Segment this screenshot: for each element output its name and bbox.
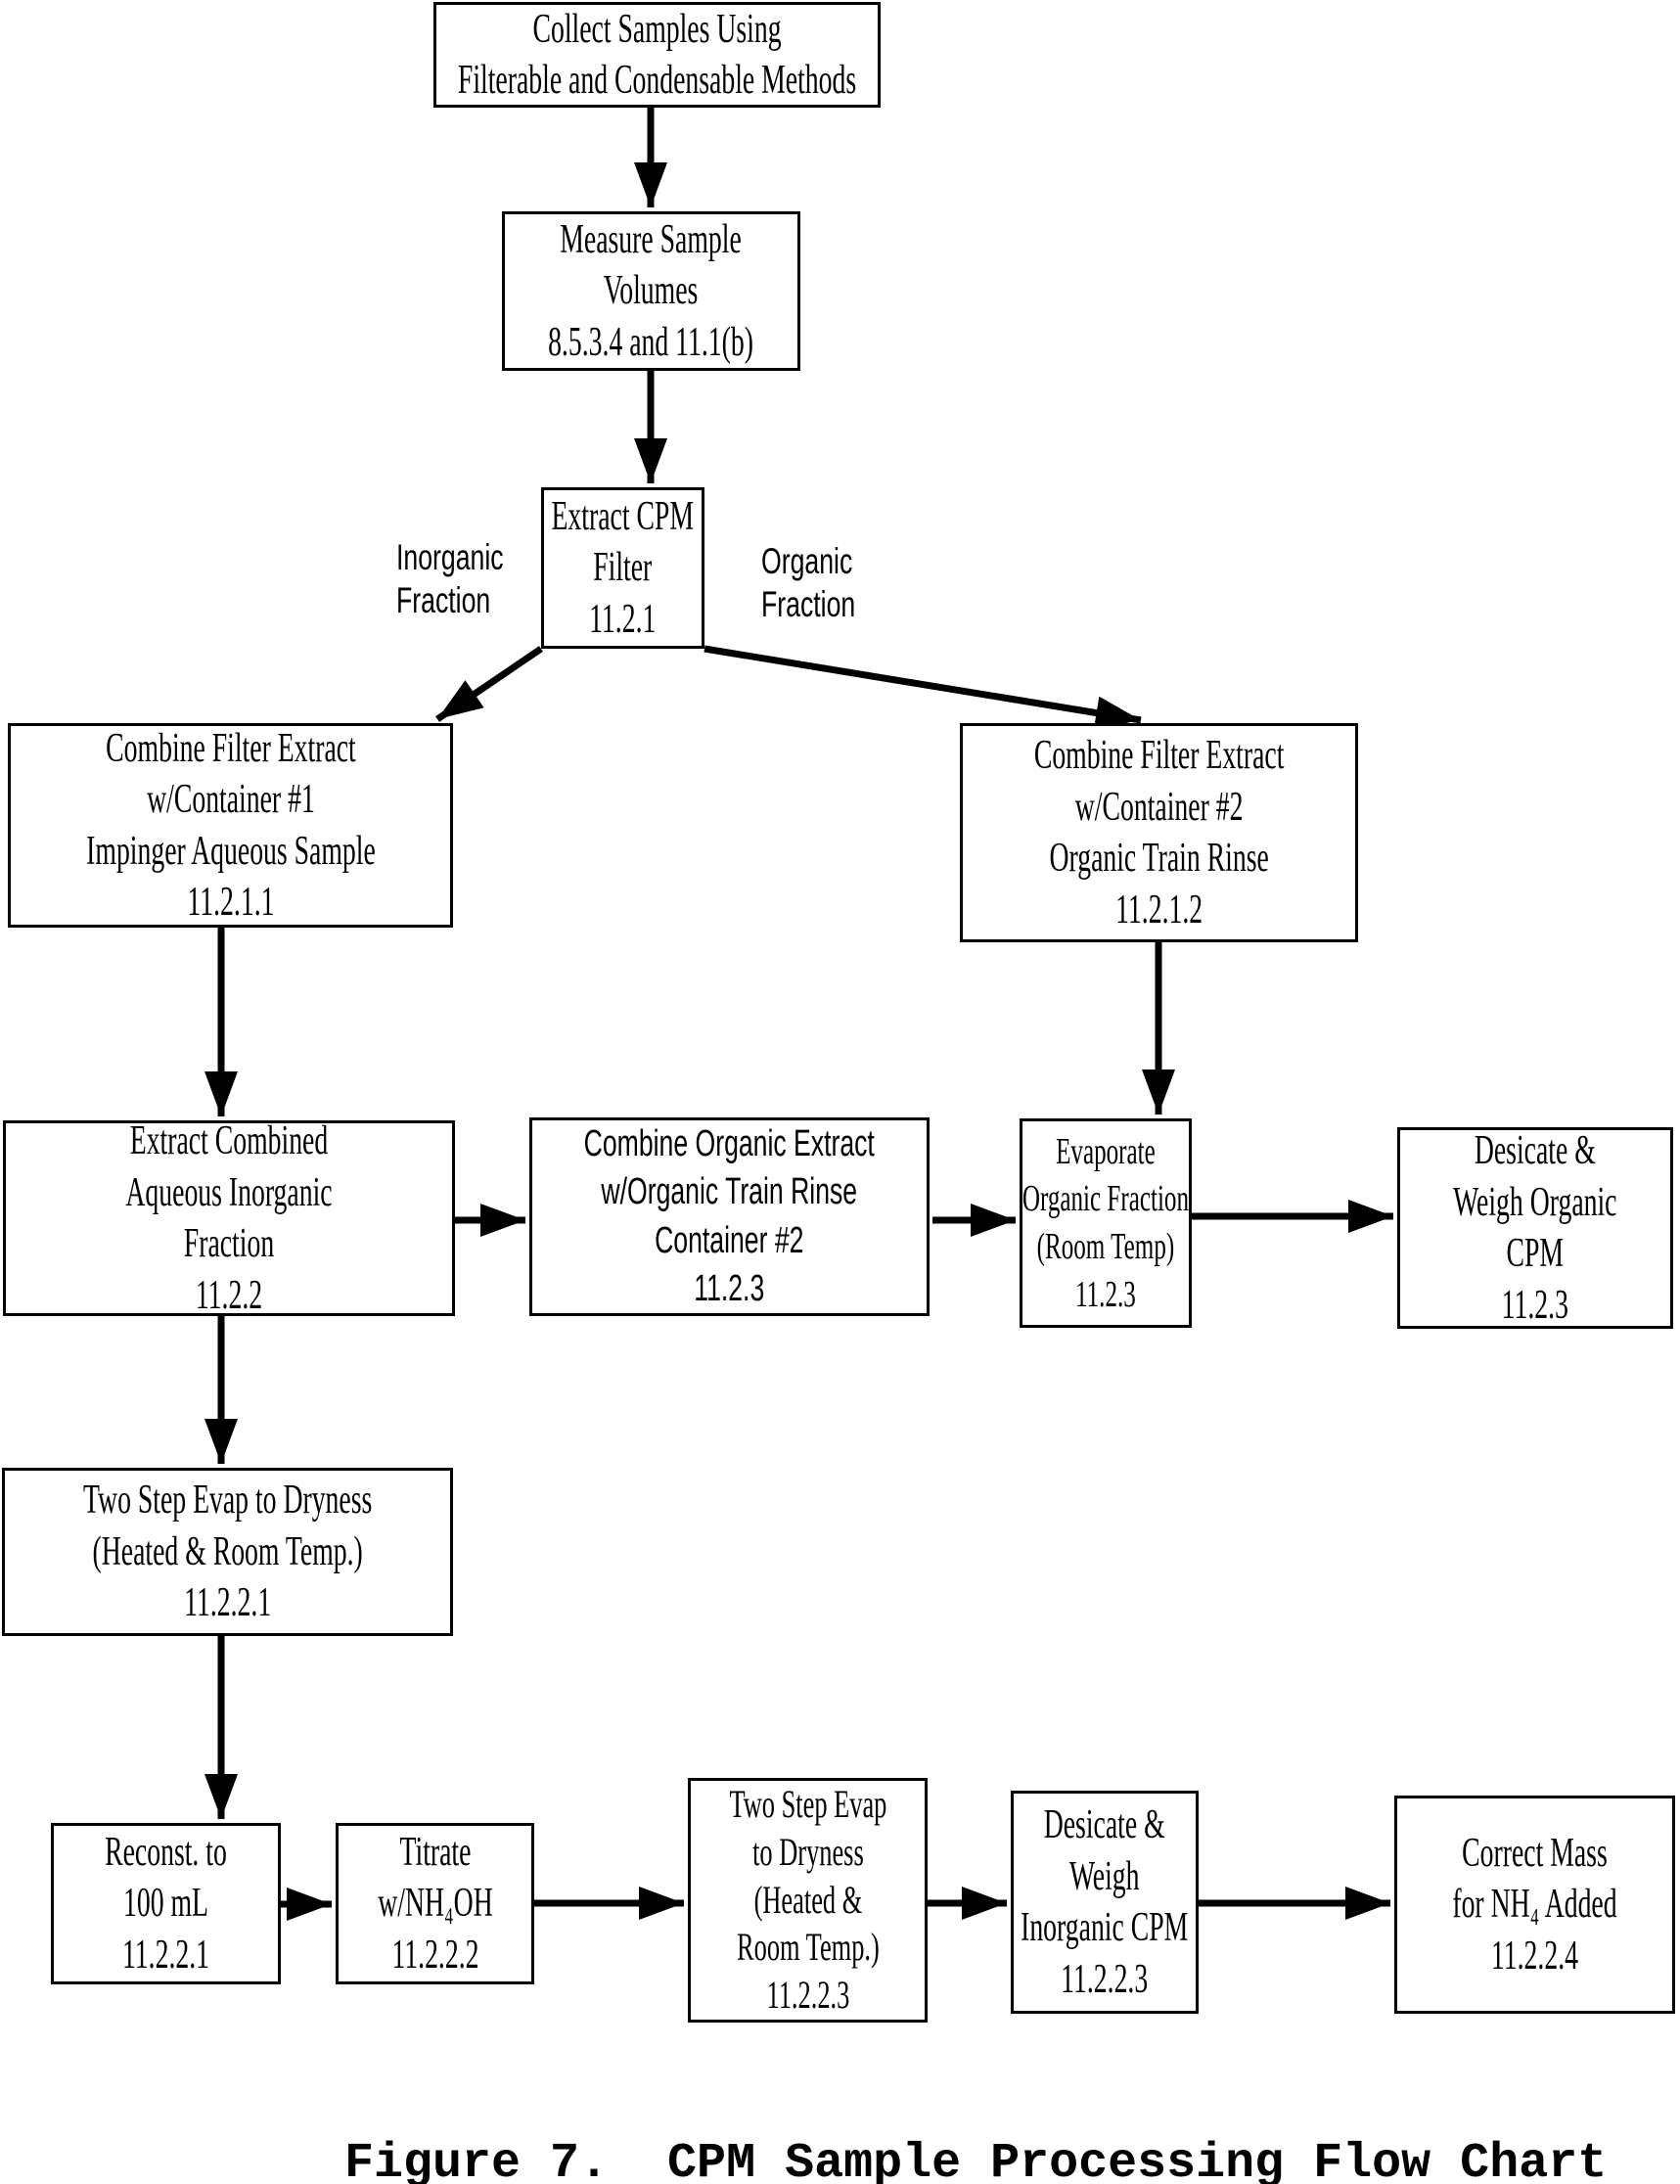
node-collect-samples-text: Collect Samples Using Filterable and Con… [457,6,857,104]
node-desicate-weigh-organic-text: Desicate & Weigh Organic CPM 11.2.3 [1453,1128,1617,1328]
arrow-extract-filter-to-combine1 [435,646,543,722]
node-combine-filter-extract-1-text: Combine Filter Extract w/Container #1 Im… [85,725,376,926]
node-titrate-nh4oh-text: Titrate w/NH₄OH 11.2.2.2 [377,1829,493,1978]
node-correct-mass: Correct Mass for NH₄ Added 11.2.2.4 [1394,1796,1675,2014]
arrow-extract-filter-to-combine2 [704,645,1142,730]
node-correct-mass-text: Correct Mass for NH₄ Added 11.2.2.4 [1452,1830,1617,1979]
node-reconst-to-100ml-text: Reconst. to 100 mL 11.2.2.1 [105,1829,227,1978]
node-extract-cpm-filter-text: Extract CPM Filter 11.2.1 [551,493,695,642]
node-desicate-weigh-inorganic-text: Desicate & Weigh Inorganic CPM 11.2.2.3 [1021,1802,1189,2002]
node-desicate-weigh-organic: Desicate & Weigh Organic CPM 11.2.3 [1397,1127,1673,1329]
node-two-step-evap-dryness-2-text: Two Step Evap to Dryness (Heated & Room … [729,1782,886,2018]
node-measure-volumes-text: Measure Sample Volumes 8.5.3.4 and 11.1(… [548,216,754,365]
node-reconst-to-100ml: Reconst. to 100 mL 11.2.2.1 [51,1823,281,1984]
figure-caption: Figure 7. CPM Sample Processing Flow Cha… [344,2136,1608,2184]
label-inorganic-fraction: Inorganic Fraction [396,537,504,621]
node-extract-cpm-filter: Extract CPM Filter 11.2.1 [541,487,704,649]
node-titrate-nh4oh: Titrate w/NH₄OH 11.2.2.2 [336,1823,534,1984]
node-extract-combined-aqueous-text: Extract Combined Aqueous Inorganic Fract… [125,1118,333,1318]
node-extract-combined-aqueous: Extract Combined Aqueous Inorganic Fract… [3,1118,455,1318]
node-combine-organic-extract-text: Combine Organic Extract w/Organic Train … [583,1122,876,1309]
node-evaporate-organic: Evaporate Organic Fraction (Room Temp) 1… [1020,1118,1192,1328]
node-combine-filter-extract-2-text: Combine Filter Extract w/Container #2 Or… [1033,733,1285,933]
node-measure-volumes: Measure Sample Volumes 8.5.3.4 and 11.1(… [502,211,800,371]
node-two-step-evap-dryness-1: Two Step Evap to Dryness (Heated & Room … [2,1468,453,1636]
node-collect-samples: Collect Samples Using Filterable and Con… [433,2,881,108]
node-combine-organic-extract: Combine Organic Extract w/Organic Train … [529,1117,930,1316]
label-organic-fraction: Organic Fraction [761,541,856,625]
node-evaporate-organic-text: Evaporate Organic Fraction (Room Temp) 1… [1022,1130,1190,1315]
node-combine-filter-extract-2: Combine Filter Extract w/Container #2 Or… [960,723,1358,942]
node-two-step-evap-dryness-2: Two Step Evap to Dryness (Heated & Room … [688,1778,928,2023]
node-desicate-weigh-inorganic: Desicate & Weigh Inorganic CPM 11.2.2.3 [1011,1791,1199,2014]
node-combine-filter-extract-1: Combine Filter Extract w/Container #1 Im… [8,723,453,928]
node-two-step-evap-dryness-1-text: Two Step Evap to Dryness (Heated & Room … [82,1478,373,1626]
